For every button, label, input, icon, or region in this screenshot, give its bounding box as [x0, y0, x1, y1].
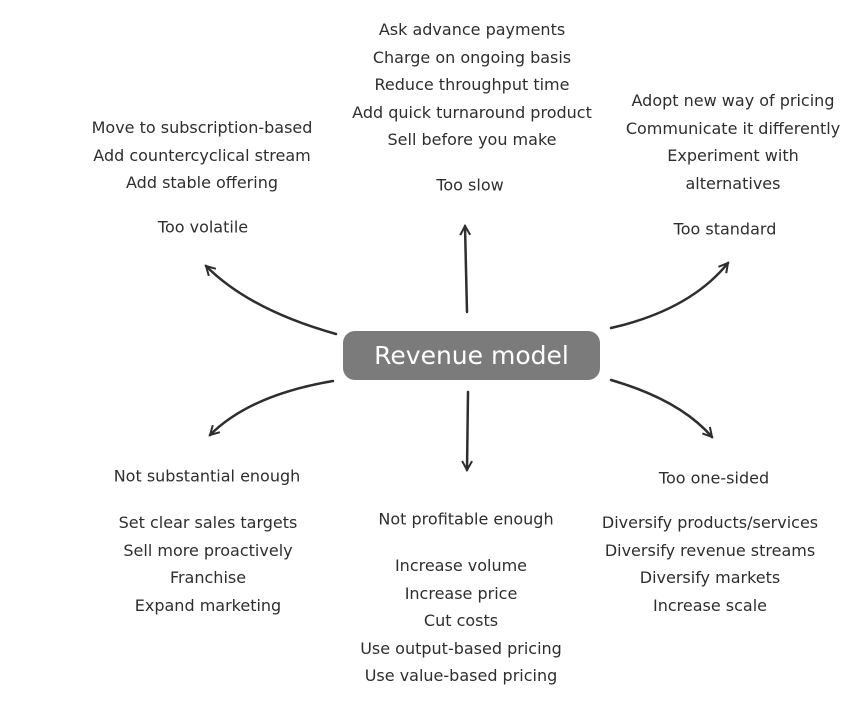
solution: Increase scale [652, 595, 768, 615]
standard-solutions: Adopt new way of pricing Communicate it … [626, 87, 840, 197]
solution: Ask advance payments [378, 20, 566, 39]
solution: Add stable offering [126, 173, 278, 192]
solution: Diversify markets [639, 568, 781, 587]
solution: Charge on ongoing basis [372, 47, 572, 67]
problem-standard: Too standard [673, 219, 777, 239]
solution: Communicate it differently [625, 118, 841, 138]
solution: Increase price [404, 583, 518, 603]
arrow-up [465, 226, 467, 314]
solution: Use output-based pricing [360, 638, 562, 658]
solution: Add quick turnaround product [352, 102, 592, 122]
solution: alternatives [685, 173, 781, 193]
arrow-down [467, 390, 468, 470]
problem-slow: Too slow [436, 175, 504, 195]
problem-substantial: Not substantial enough [113, 466, 301, 486]
solution: Move to subscription-based [91, 118, 313, 137]
substantial-solutions: Set clear sales targets Sell more proact… [119, 509, 298, 619]
solution: Expand marketing [134, 595, 282, 615]
problem-volatile: Too volatile [157, 217, 249, 237]
solution: Increase volume [394, 556, 528, 575]
revenue-model-node: Revenue model [343, 331, 600, 380]
arrow-top-left [206, 266, 338, 336]
center-label: Revenue model [374, 341, 569, 370]
volatile-solutions: Move to subscription-based Add countercy… [92, 114, 313, 197]
arrow-bottom-right [609, 378, 712, 437]
onesided-solutions: Diversify products/services Diversify re… [602, 509, 818, 619]
slow-solutions: Ask advance payments Charge on ongoing b… [352, 16, 592, 154]
solution: Use value-based pricing [364, 666, 558, 685]
problem-profitable: Not profitable enough [378, 509, 554, 529]
problem-onesided: Too one-sided [658, 468, 770, 488]
solution: Diversify revenue streams [604, 540, 816, 560]
solution: Sell before you make [387, 130, 557, 149]
solution: Set clear sales targets [118, 513, 298, 532]
solution: Diversify products/services [601, 513, 819, 532]
profitable-solutions: Increase volume Increase price Cut costs… [360, 552, 562, 690]
arrow-top-right [609, 263, 728, 330]
solution: Add countercyclical stream [93, 145, 311, 165]
solution: Adopt new way of pricing [631, 91, 835, 110]
solution: Reduce throughput time [374, 75, 570, 94]
solution: Cut costs [423, 611, 499, 630]
arrow-bottom-left [210, 379, 335, 435]
solution: Experiment with [667, 146, 799, 165]
solution: Sell more proactively [123, 540, 293, 560]
solution: Franchise [169, 568, 247, 587]
